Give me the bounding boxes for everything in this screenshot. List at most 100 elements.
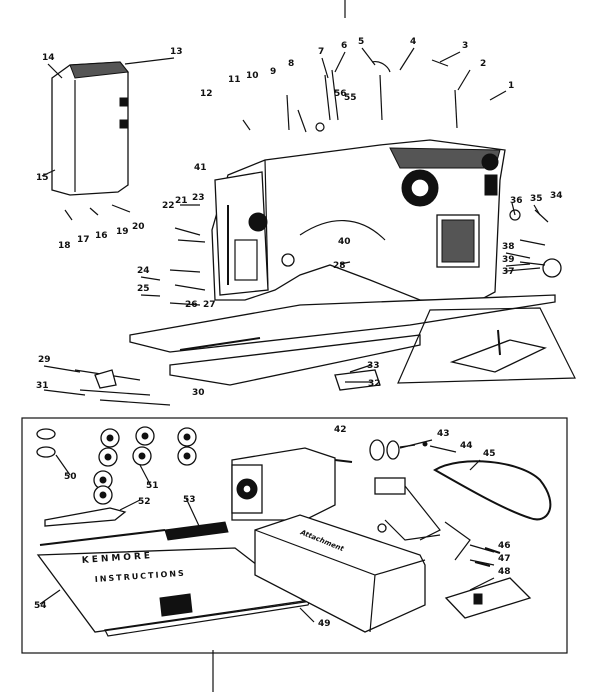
callout-25: 25 <box>137 284 150 294</box>
callout-39: 39 <box>502 255 515 265</box>
callout-21: 21 <box>175 196 188 206</box>
inset-bobbin-case-box <box>397 307 576 384</box>
callout-6: 6 <box>341 41 347 51</box>
callout-38: 38 <box>502 242 515 252</box>
face-cover-plate <box>51 61 129 196</box>
leader-line-8 <box>41 169 56 177</box>
leader-line-32 <box>505 267 541 272</box>
leader-line-6 <box>124 57 175 65</box>
spool-pins <box>36 428 56 458</box>
motor <box>231 447 353 521</box>
small-hardware <box>474 547 501 567</box>
callout-44: 44 <box>460 441 473 451</box>
loose-parts-top <box>64 59 562 306</box>
callout-4: 4 <box>410 37 416 47</box>
callout-55: 55 <box>344 93 357 103</box>
callout-33: 33 <box>367 361 380 371</box>
callout-42: 42 <box>334 425 347 435</box>
callout-14: 14 <box>42 53 55 63</box>
callout-34: 34 <box>550 191 563 201</box>
callout-29: 29 <box>38 355 51 365</box>
bobbin-winder-parts <box>74 369 381 406</box>
leader-line-7 <box>47 63 63 79</box>
drive-belt <box>433 460 552 521</box>
leader-line-17 <box>489 90 507 101</box>
callout-32: 32 <box>368 379 381 389</box>
motor-pulley <box>369 439 428 461</box>
callout-19: 19 <box>116 227 129 237</box>
callout-46: 46 <box>498 541 511 551</box>
accessories-panel <box>21 417 568 654</box>
callout-54: 54 <box>34 601 47 611</box>
leader-line-1 <box>439 51 461 63</box>
leader-line-16 <box>349 364 372 373</box>
callout-53: 53 <box>183 495 196 505</box>
leader-line-30 <box>511 202 516 216</box>
callout-30: 30 <box>192 388 205 398</box>
callout-47: 47 <box>498 554 511 564</box>
callout-48: 48 <box>498 567 511 577</box>
callout-13: 13 <box>170 47 183 57</box>
callout-37: 37 <box>502 267 515 277</box>
leader-line-19 <box>429 445 457 453</box>
callout-56: 56 <box>334 89 347 99</box>
callout-49: 49 <box>318 619 331 629</box>
callout-40: 40 <box>338 237 351 247</box>
screwdrivers <box>39 507 229 546</box>
leader-line-28 <box>185 497 201 529</box>
leader-line-14 <box>43 389 86 396</box>
callout-43: 43 <box>437 429 450 439</box>
leader-line-2 <box>399 47 415 71</box>
callout-45: 45 <box>483 449 496 459</box>
callout-27: 27 <box>203 300 216 310</box>
callout-24: 24 <box>137 266 150 276</box>
callout-36: 36 <box>510 196 523 206</box>
leader-line-0 <box>457 69 471 91</box>
leader-line-3 <box>361 47 376 66</box>
callout-3: 3 <box>462 41 468 51</box>
leader-line-29 <box>39 589 61 605</box>
callout-18: 18 <box>58 241 71 251</box>
callout-22: 22 <box>162 201 175 211</box>
callout-11: 11 <box>228 75 241 85</box>
callout-16: 16 <box>95 231 108 241</box>
bobbins <box>93 426 197 505</box>
callout-17: 17 <box>77 235 90 245</box>
callout-51: 51 <box>146 481 159 491</box>
leader-line-12 <box>339 261 351 265</box>
callout-50: 50 <box>64 472 77 482</box>
leader-line-10 <box>140 276 161 281</box>
callout-26: 26 <box>185 300 198 310</box>
callout-12: 12 <box>200 89 213 99</box>
leader-line-5 <box>321 57 329 79</box>
leader-line-34 <box>505 263 531 267</box>
instruction-manual: KENMORE INSTRUCTIONS <box>36 547 311 637</box>
leader-line-27 <box>119 499 141 511</box>
leader-line-23 <box>469 577 495 591</box>
callout-1: 1 <box>508 81 514 91</box>
leader-line-31 <box>533 204 541 216</box>
motor-bracket <box>374 477 471 561</box>
callout-5: 5 <box>358 37 364 47</box>
callout-8: 8 <box>288 59 294 69</box>
callout-52: 52 <box>138 497 151 507</box>
leader-line-4 <box>334 51 346 73</box>
leader-line-18 <box>399 439 433 449</box>
callout-7: 7 <box>318 47 324 57</box>
callout-41: 41 <box>194 163 207 173</box>
needle-bar-assembly <box>214 171 269 296</box>
attachment-box: Attachment <box>254 514 426 633</box>
manual-brand-text: KENMORE <box>82 551 154 566</box>
leader-line-26 <box>139 464 151 485</box>
leader-line-11 <box>140 294 161 297</box>
callout-28: 28 <box>333 261 346 271</box>
leader-line-24 <box>299 607 315 623</box>
leader-lines <box>39 47 541 623</box>
callout-2: 2 <box>480 59 486 69</box>
leader-line-33 <box>505 252 531 259</box>
callout-35: 35 <box>530 194 543 204</box>
callout-20: 20 <box>132 222 145 232</box>
